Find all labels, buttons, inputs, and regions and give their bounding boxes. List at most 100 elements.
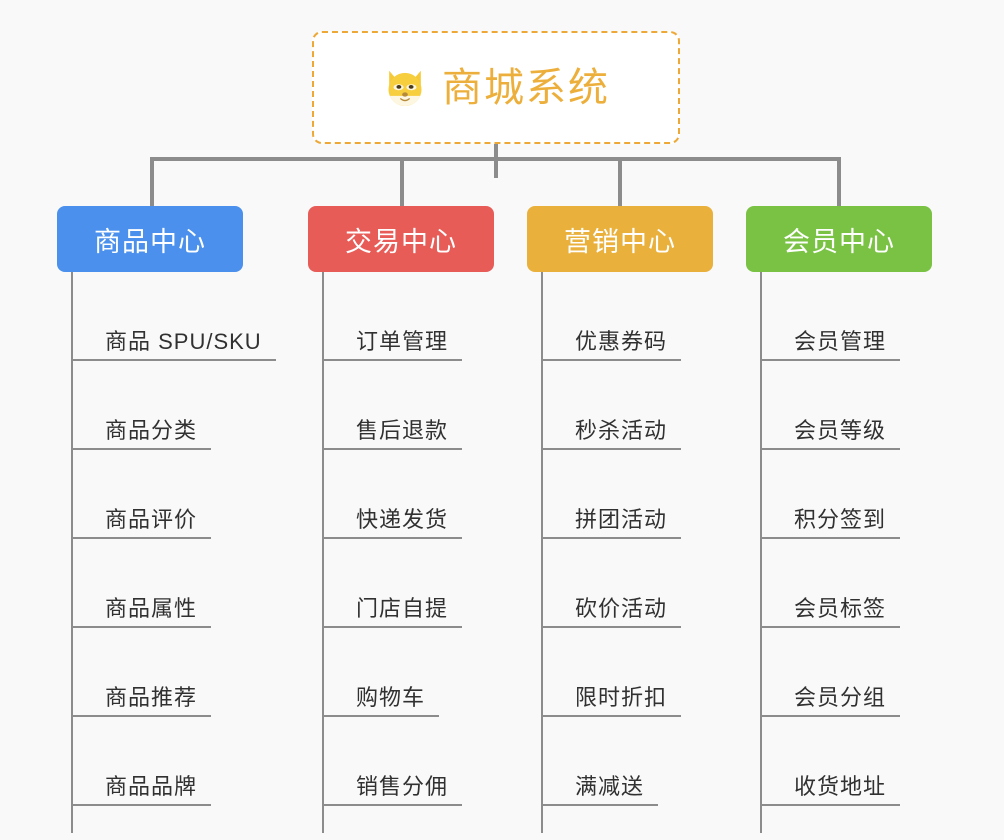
leaf-label-wrap: 门店自提 bbox=[322, 591, 463, 628]
list-item[interactable]: 商品分类 bbox=[71, 361, 297, 450]
leaf-underline bbox=[760, 537, 901, 539]
leaf-label: 优惠券码 bbox=[575, 329, 668, 354]
leaf-underline bbox=[322, 626, 463, 628]
branch-header-marketing-center[interactable]: 营销中心 bbox=[527, 206, 713, 272]
list-item[interactable]: 商品 SPU/SKU bbox=[71, 272, 297, 361]
list-item[interactable]: 商品品牌 bbox=[71, 717, 297, 806]
branch-label: 商品中心 bbox=[94, 226, 206, 257]
trunk-drop-line-4 bbox=[837, 157, 841, 208]
leaf-label-wrap: 秒杀活动 bbox=[541, 413, 682, 450]
list-item[interactable]: 砍价活动 bbox=[541, 539, 767, 628]
leaf-label-wrap: 购物车 bbox=[322, 680, 440, 717]
leaf-underline bbox=[541, 626, 682, 628]
list-item[interactable]: 购物车 bbox=[322, 628, 548, 717]
leaf-label: 商品分类 bbox=[105, 418, 198, 443]
leaf-label-wrap: 砍价活动 bbox=[541, 591, 682, 628]
leaf-label-wrap: 满减送 bbox=[541, 769, 659, 806]
branch-header-trade-center[interactable]: 交易中心 bbox=[308, 206, 494, 272]
leaf-label-wrap: 售后退款 bbox=[322, 413, 463, 450]
leaf-underline bbox=[541, 359, 682, 361]
leaf-label: 拼团活动 bbox=[575, 507, 668, 532]
list-item[interactable]: 拼团活动 bbox=[541, 450, 767, 539]
branch-trade-center: 交易中心 订单管理 售后退款 快递发货 门店自提 购物车 销售分佣 bbox=[308, 206, 548, 833]
leaf-label: 订单管理 bbox=[356, 329, 449, 354]
list-item[interactable]: 会员管理 bbox=[760, 272, 986, 361]
list-item[interactable]: 会员标签 bbox=[760, 539, 986, 628]
trunk-drop-line-3 bbox=[618, 157, 622, 208]
leaf-underline bbox=[541, 715, 682, 717]
list-item[interactable]: 优惠券码 bbox=[541, 272, 767, 361]
branch-items-marketing-center: 优惠券码 秒杀活动 拼团活动 砍价活动 限时折扣 满减送 bbox=[541, 272, 767, 833]
leaf-underline bbox=[71, 448, 212, 450]
leaf-underline bbox=[322, 804, 463, 806]
leaf-underline bbox=[760, 715, 901, 717]
list-item[interactable]: 会员等级 bbox=[760, 361, 986, 450]
leaf-underline bbox=[322, 537, 463, 539]
leaf-label: 商品评价 bbox=[105, 507, 198, 532]
trunk-horizontal-line bbox=[150, 157, 841, 161]
branch-header-product-center[interactable]: 商品中心 bbox=[57, 206, 243, 272]
list-item[interactable]: 满减送 bbox=[541, 717, 767, 806]
branch-marketing-center: 营销中心 优惠券码 秒杀活动 拼团活动 砍价活动 限时折扣 满减送 bbox=[527, 206, 767, 833]
root-title: 商城系统 bbox=[442, 65, 610, 110]
leaf-label: 满减送 bbox=[575, 774, 645, 799]
trunk-drop-line-2 bbox=[400, 157, 404, 208]
leaf-underline bbox=[71, 359, 276, 361]
leaf-label: 砍价活动 bbox=[575, 596, 668, 621]
branch-label: 交易中心 bbox=[345, 226, 457, 257]
list-item[interactable]: 销售分佣 bbox=[322, 717, 548, 806]
branch-label: 营销中心 bbox=[564, 226, 676, 257]
leaf-label: 秒杀活动 bbox=[575, 418, 668, 443]
branch-member-center: 会员中心 会员管理 会员等级 积分签到 会员标签 会员分组 收货地址 bbox=[746, 206, 986, 833]
leaf-label: 积分签到 bbox=[794, 507, 887, 532]
leaf-underline bbox=[71, 715, 212, 717]
leaf-label-wrap: 会员分组 bbox=[760, 680, 901, 717]
leaf-label: 收货地址 bbox=[794, 774, 887, 799]
list-item[interactable]: 订单管理 bbox=[322, 272, 548, 361]
leaf-label-wrap: 商品属性 bbox=[71, 591, 212, 628]
list-item[interactable]: 积分签到 bbox=[760, 450, 986, 539]
list-item[interactable]: 商品推荐 bbox=[71, 628, 297, 717]
leaf-underline bbox=[760, 448, 901, 450]
leaf-label-wrap: 收货地址 bbox=[760, 769, 901, 806]
leaf-underline bbox=[322, 448, 463, 450]
leaf-underline bbox=[71, 626, 212, 628]
leaf-underline bbox=[71, 537, 212, 539]
leaf-underline bbox=[541, 537, 682, 539]
leaf-label-wrap: 会员标签 bbox=[760, 591, 901, 628]
list-item[interactable]: 秒杀活动 bbox=[541, 361, 767, 450]
leaf-label: 会员管理 bbox=[794, 329, 887, 354]
list-item[interactable]: 商品属性 bbox=[71, 539, 297, 628]
list-item[interactable]: 售后退款 bbox=[322, 361, 548, 450]
list-item[interactable]: 门店自提 bbox=[322, 539, 548, 628]
branch-header-member-center[interactable]: 会员中心 bbox=[746, 206, 932, 272]
trunk-stem-line bbox=[494, 144, 498, 178]
list-item[interactable]: 快递发货 bbox=[322, 450, 548, 539]
branch-label: 会员中心 bbox=[783, 226, 895, 257]
leaf-label-wrap: 优惠券码 bbox=[541, 324, 682, 361]
root-node[interactable]: 商城系统 bbox=[312, 31, 680, 144]
leaf-label-wrap: 拼团活动 bbox=[541, 502, 682, 539]
leaf-label-wrap: 商品分类 bbox=[71, 413, 212, 450]
leaf-label-wrap: 订单管理 bbox=[322, 324, 463, 361]
leaf-label: 商品品牌 bbox=[105, 774, 198, 799]
list-item[interactable]: 限时折扣 bbox=[541, 628, 767, 717]
leaf-label: 售后退款 bbox=[356, 418, 449, 443]
leaf-underline bbox=[322, 715, 440, 717]
leaf-label: 限时折扣 bbox=[575, 685, 668, 710]
leaf-label-wrap: 商品 SPU/SKU bbox=[71, 324, 276, 361]
branch-items-product-center: 商品 SPU/SKU 商品分类 商品评价 商品属性 商品推荐 商品品牌 bbox=[71, 272, 297, 833]
branch-spine bbox=[71, 272, 73, 833]
leaf-label: 会员分组 bbox=[794, 685, 887, 710]
leaf-label-wrap: 商品品牌 bbox=[71, 769, 212, 806]
leaf-label-wrap: 限时折扣 bbox=[541, 680, 682, 717]
leaf-underline bbox=[760, 359, 901, 361]
list-item[interactable]: 收货地址 bbox=[760, 717, 986, 806]
leaf-label: 会员标签 bbox=[794, 596, 887, 621]
branch-product-center: 商品中心 商品 SPU/SKU 商品分类 商品评价 商品属性 商品推荐 商品品牌 bbox=[57, 206, 297, 833]
leaf-label: 销售分佣 bbox=[356, 774, 449, 799]
list-item[interactable]: 商品评价 bbox=[71, 450, 297, 539]
branch-items-member-center: 会员管理 会员等级 积分签到 会员标签 会员分组 收货地址 bbox=[760, 272, 986, 833]
list-item[interactable]: 会员分组 bbox=[760, 628, 986, 717]
